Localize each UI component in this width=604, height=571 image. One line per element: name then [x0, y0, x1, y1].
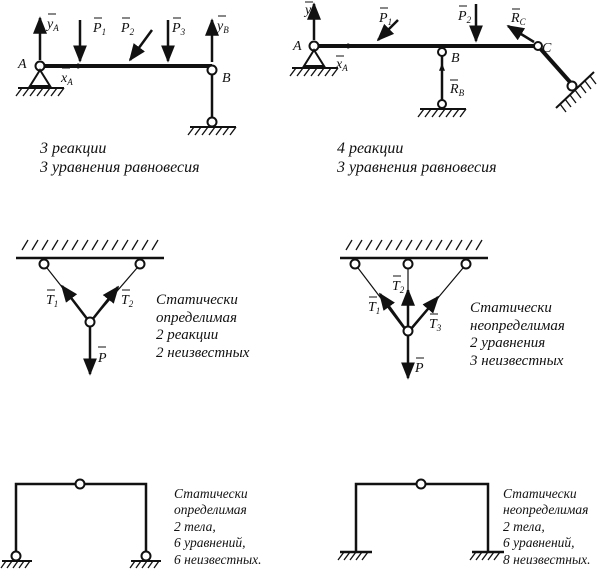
inclined-bar [536, 44, 572, 84]
caption-line: Статически [174, 486, 248, 501]
point-b-label: B [222, 71, 231, 86]
knot [84, 316, 96, 328]
frame [354, 482, 490, 552]
force-t1-arrow [378, 292, 408, 331]
caption-line: определимая [156, 309, 237, 326]
caption-line: Статически [503, 486, 577, 501]
hinge-c [533, 41, 543, 51]
force-rb-label: RB [449, 82, 465, 98]
caption-line: 2 реакции [156, 327, 219, 344]
force-yb-label: yB [215, 19, 229, 35]
knot [402, 325, 414, 337]
panel-3-two-cables: T1 T2 P [16, 239, 164, 376]
force-t1-label: T1 [368, 300, 380, 316]
frame [14, 482, 148, 552]
force-xa-label: xA [335, 57, 348, 73]
caption-line: 2 неизвестных [156, 345, 250, 362]
force-p-label: P [414, 361, 424, 376]
panel-6-fixed-frame [337, 478, 504, 561]
caption-line: 6 неизвестных. [174, 551, 262, 567]
panel-1-beam: A B yA xA P1 P2 P3 yB [15, 13, 237, 136]
caption-line: 8 неизвестных. [503, 551, 591, 567]
caption-line: 6 уравнений, [503, 535, 575, 551]
caption-line: неопределимая [470, 317, 565, 334]
force-p1-label: P1 [92, 21, 106, 37]
panel-1-caption: 3 реакции 3 уравнения равновесия [40, 139, 200, 177]
caption-line: 6 уравнений, [174, 535, 246, 551]
caption-line: 3 уравнения равновесия [40, 159, 200, 177]
force-t3-label: T3 [429, 317, 442, 333]
panel-2-beam: A B C yA xA P1 P2 RC RB [289, 1, 597, 118]
panel-6-caption: Статически неопределимая 2 тела, 6 уравн… [503, 486, 590, 568]
panel-2-caption: 4 реакции 3 уравнения равновесия [337, 139, 497, 177]
caption-line: 2 тела, [174, 518, 216, 534]
caption-line: 2 уравнения [470, 335, 546, 352]
force-rc-label: RC [510, 11, 527, 27]
hinge-left [10, 550, 22, 562]
pin-support-c [555, 71, 597, 113]
caption-line: определимая [174, 502, 247, 518]
force-t2-label: T2 [121, 293, 134, 309]
point-a-label: A [17, 57, 27, 72]
panel-5-caption: Статически определимая 2 тела, 6 уравнен… [174, 486, 261, 568]
force-p2-label: P2 [457, 9, 472, 25]
force-t2-arrow [91, 285, 120, 321]
force-p1-label: P1 [378, 11, 392, 27]
caption-line: 3 уравнения равновесия [337, 159, 497, 177]
panel-3-caption: Статически определимая 2 реакции 2 неизв… [156, 292, 249, 363]
point-b-label: B [451, 51, 460, 66]
force-t1-label: T1 [46, 293, 58, 309]
force-t3-arrow [409, 295, 440, 331]
force-p-label: P [97, 351, 107, 366]
caption-line: неопределимая [503, 502, 589, 518]
caption-line: Статически [470, 300, 552, 316]
panel-4-three-cables: T1 T2 T3 P [340, 239, 488, 380]
caption-line: 3 реакции [40, 140, 107, 157]
rod-support-b [417, 47, 467, 118]
point-c-label: C [542, 41, 552, 56]
pin-support-a [289, 40, 339, 77]
hinge-right [140, 550, 152, 562]
force-xa-label: xA [60, 71, 73, 87]
panel-5-three-hinge-frame [0, 478, 161, 569]
panel-4-caption: Статически неопределимая 2 уравнения 3 н… [470, 300, 565, 371]
rod-support-b [187, 64, 237, 136]
caption-line: Статически [156, 292, 238, 308]
point-a-label: A [292, 39, 302, 54]
force-ya-label: yA [303, 3, 317, 19]
force-p2-arrow [128, 29, 154, 62]
force-rc-arrow [506, 24, 535, 44]
hinge-top [74, 478, 86, 490]
hinge-top [415, 478, 427, 490]
force-t1-arrow [60, 284, 89, 321]
force-t2-label: T2 [392, 279, 405, 295]
force-p3-label: P3 [171, 21, 186, 37]
force-p1-arrow [376, 19, 399, 42]
pin-support-a [15, 60, 65, 97]
caption-line: 2 тела, [503, 518, 545, 534]
caption-line: 3 неизвестных [470, 353, 564, 370]
force-ya-label: yA [45, 17, 59, 33]
force-p2-label: P2 [120, 21, 135, 37]
caption-line: 4 реакции [337, 140, 404, 157]
